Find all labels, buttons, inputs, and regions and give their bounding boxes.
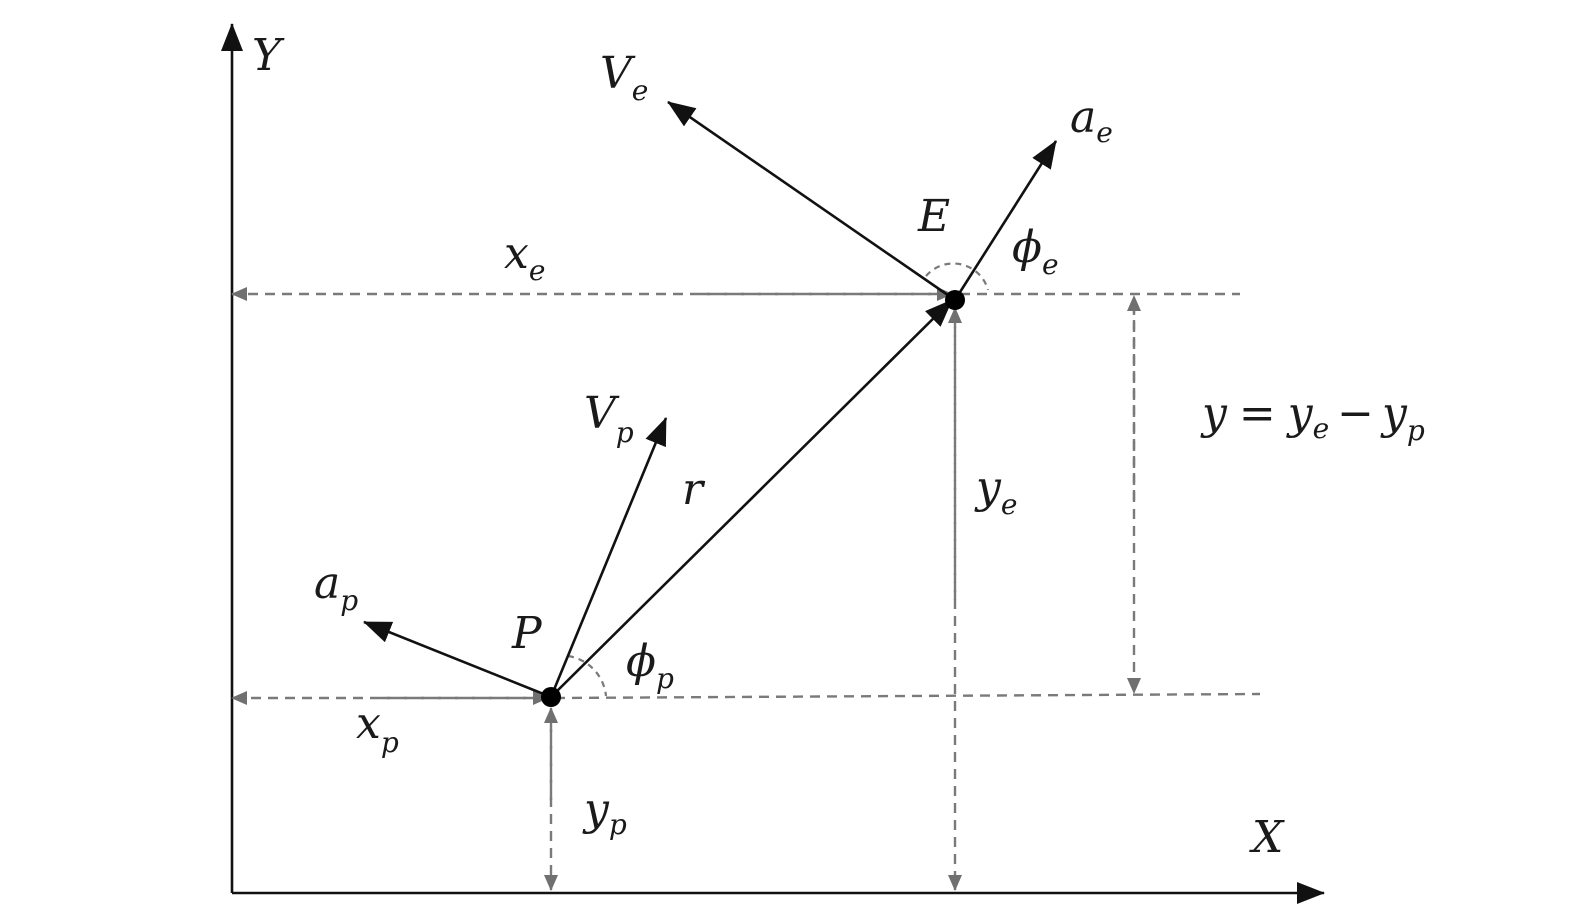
eq-t1-main: y [1286, 388, 1314, 439]
ap-main: a [314, 558, 340, 609]
phi-p-label: ϕp [626, 636, 674, 695]
acceleration-vector-pursuer [363, 620, 552, 699]
ap-sub: p [340, 584, 358, 617]
ap-label: ap [314, 558, 358, 617]
pursuer-horizontal-reference [554, 692, 1261, 700]
ve-label: Ve [600, 48, 648, 107]
xe-sub: e [529, 254, 546, 287]
phi-p-sub: p [656, 662, 674, 695]
xp-label: xp [356, 698, 399, 759]
ae-main: a [1070, 92, 1096, 143]
x-axis-label: X [1249, 812, 1285, 863]
evader-label: E [917, 191, 950, 242]
yp-label: yp [582, 784, 627, 841]
velocity-vector-pursuer [549, 417, 668, 698]
eq-equals: = [1239, 388, 1276, 439]
ve-main: V [600, 48, 636, 99]
phi-p-main: ϕ [626, 636, 656, 687]
r-label: r [682, 464, 706, 515]
evader-point [945, 290, 965, 310]
phi-e-sub: e [1042, 248, 1059, 281]
acceleration-vector-evader [953, 140, 1058, 301]
ae-label: ae [1070, 92, 1113, 149]
ye-label: ye [974, 462, 1017, 521]
ae-sub: e [1096, 116, 1113, 149]
eq-minus: − [1337, 388, 1374, 439]
pursuer-label: P [511, 608, 543, 659]
relative-y-equation: y=ye−yp [1200, 388, 1425, 447]
phi-e-main: ϕ [1012, 222, 1042, 273]
yp-sub: p [609, 808, 627, 841]
y-axis-label: Y [252, 30, 285, 81]
ye-sub: e [1001, 488, 1018, 521]
xe-main: x [504, 228, 529, 279]
eq-lhs: y [1200, 388, 1228, 439]
phi-e-label: ϕe [1012, 222, 1059, 281]
yp-main: y [582, 784, 610, 835]
vp-label: Vp [584, 388, 634, 449]
xp-sub: p [381, 726, 399, 759]
line-of-sight-r [550, 299, 953, 698]
velocity-vector-evader [667, 100, 956, 302]
vp-main: V [584, 388, 620, 439]
xp-main: x [356, 698, 381, 749]
ye-main: y [974, 462, 1002, 513]
phi-e-arc [925, 262, 990, 291]
eq-t1-sub: e [1313, 412, 1330, 445]
eq-t2-main: y [1380, 388, 1408, 439]
pursuer-point [541, 687, 561, 707]
ve-sub: e [632, 74, 649, 107]
vp-sub: p [616, 416, 634, 449]
xe-label: xe [504, 228, 545, 287]
eq-t2-sub: p [1407, 414, 1425, 447]
